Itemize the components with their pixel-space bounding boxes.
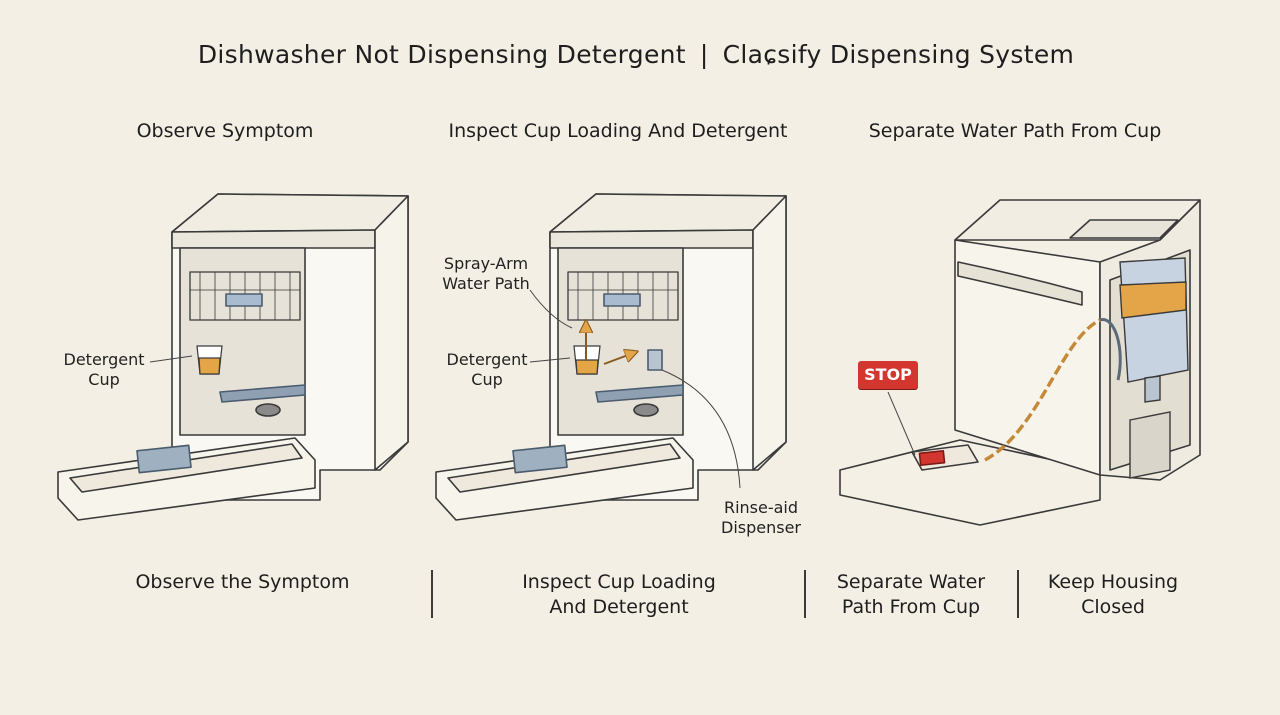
water-flow-arrow (603, 352, 636, 365)
bottom-label-observe: Observe the Symptom (135, 571, 350, 593)
diagram-title: Dishwasher Not Dispensing Detergent | Claɕ… (0, 40, 1272, 69)
dishwasher-1 (57, 193, 409, 521)
step-1-heading: Observe Symptom (136, 120, 314, 142)
divider-2 (804, 570, 806, 618)
step-3-heading: Separate Water Path From Cup (868, 120, 1162, 142)
title-part-2: Claɕsify Dispensing System (722, 40, 1075, 69)
stop-badge: STOP (858, 361, 918, 389)
reservoir-tank (1119, 257, 1189, 479)
detergent-cup-1 (196, 345, 223, 375)
callout-line-2 (529, 357, 571, 363)
step-2-heading: Inspect Cup Loading And Detergent (448, 120, 788, 142)
title-separator: | (699, 40, 709, 69)
divider-1 (431, 570, 433, 618)
title-part-1: Dishwasher Not Dispensing Detergent (197, 40, 686, 69)
supply-tube (1099, 318, 1122, 381)
callout-line-spray (529, 289, 573, 329)
divider-3 (1017, 570, 1019, 618)
water-path-hose (984, 318, 1101, 462)
callout-line-stop (887, 391, 916, 456)
callout-line-1 (149, 355, 193, 363)
callout-line-rinse (661, 369, 741, 489)
dishwasher-2 (435, 193, 787, 521)
